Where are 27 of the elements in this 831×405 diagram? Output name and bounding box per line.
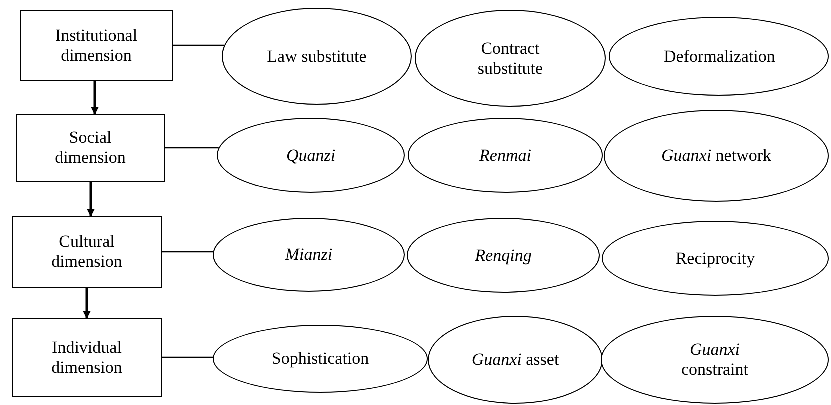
concept-label: Deformalization <box>664 46 774 66</box>
concept-label: Sophistication <box>272 349 370 369</box>
dimension-label: Institutional dimension <box>54 26 139 66</box>
dimension-box <box>20 10 173 81</box>
dimension-box <box>12 318 162 397</box>
arrow <box>83 288 91 319</box>
concept-label: Quanzi <box>286 146 336 166</box>
concept-label: Renqing <box>475 246 532 266</box>
concept-label: Mianzi <box>285 245 333 265</box>
dimension-box <box>16 114 165 182</box>
concept-label: Guanxi asset <box>472 350 560 370</box>
concept-label: Renmai <box>480 146 532 166</box>
concept-label: Law substitute <box>267 46 367 66</box>
arrow <box>91 81 99 115</box>
dimension-label: Individual dimension <box>50 338 124 378</box>
connector-line <box>162 356 214 358</box>
concept-label: Reciprocity <box>676 248 756 268</box>
connector-line <box>162 251 214 253</box>
concept-label: Contract substitute <box>476 38 544 78</box>
concept-label: Guanxi constraint <box>680 340 750 380</box>
concept-label: Guanxi network <box>662 146 772 166</box>
connector-line <box>173 44 224 46</box>
dimension-label: Cultural dimension <box>50 232 124 272</box>
connector-line <box>165 147 219 149</box>
dimension-label: Social dimension <box>54 128 127 168</box>
dimension-box <box>12 216 162 288</box>
arrow <box>87 182 95 217</box>
